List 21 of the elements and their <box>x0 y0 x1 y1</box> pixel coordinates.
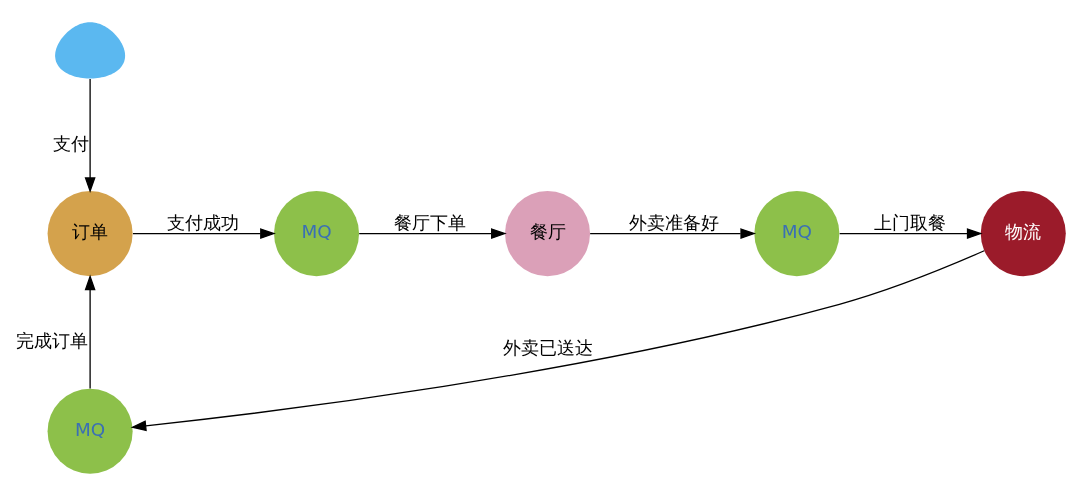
arrow <box>589 228 757 240</box>
arrow <box>839 228 983 240</box>
arrow <box>84 78 96 193</box>
edge-label: 外卖已送达 <box>502 337 593 359</box>
arrow <box>358 228 507 240</box>
arrow <box>132 228 276 240</box>
edge-label: 完成订单 <box>16 329 89 351</box>
edge-label: 支付成功 <box>167 211 240 233</box>
node-circle: MQ <box>754 191 840 277</box>
arrow <box>130 250 985 432</box>
edge-label: 支付 <box>53 133 90 155</box>
node-circle: 餐厅 <box>505 191 591 277</box>
edge-label: 餐厅下单 <box>393 211 466 233</box>
node-circle: MQ <box>47 388 133 474</box>
arrow <box>84 274 96 390</box>
node-circle: MQ <box>274 191 360 277</box>
edge-label: 上门取餐 <box>874 211 947 233</box>
node-circle: 订单 <box>47 191 133 277</box>
node-circle: 物流 <box>980 191 1066 277</box>
edge-label: 外卖准备好 <box>629 211 720 233</box>
node-person <box>55 22 126 79</box>
